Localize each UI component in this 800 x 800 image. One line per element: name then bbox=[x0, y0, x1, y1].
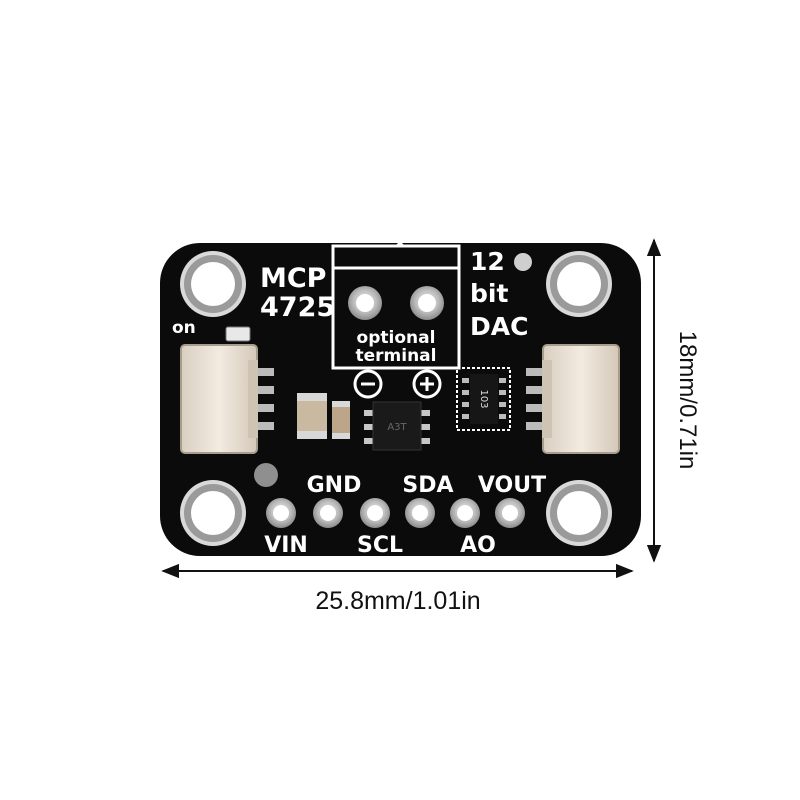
pin-label-gnd: GND bbox=[307, 473, 362, 498]
pin-label-vin: VIN bbox=[264, 533, 308, 558]
pin-label-scl: SCL bbox=[357, 533, 403, 558]
pin-label-sda: SDA bbox=[402, 473, 453, 498]
capacitor-small bbox=[332, 401, 350, 439]
resistor-array-marking: 103 bbox=[478, 389, 489, 408]
board-desc-line3: DAC bbox=[470, 312, 528, 341]
board-desc-line2: bit bbox=[470, 279, 508, 308]
height-dimension: 18mm/0.71in bbox=[646, 238, 701, 563]
pin-pad-sda bbox=[405, 498, 435, 528]
board-desc-line1: 12 bbox=[470, 247, 505, 276]
width-dimension: 25.8mm/1.01in bbox=[161, 563, 634, 615]
power-led bbox=[225, 326, 251, 342]
fiducial-dot bbox=[514, 253, 532, 271]
width-label: 25.8mm/1.01in bbox=[315, 587, 480, 615]
board-title-line2: 4725 bbox=[260, 292, 335, 323]
mounting-hole-bottom-left bbox=[180, 480, 246, 546]
pin-pad-vout bbox=[495, 498, 525, 528]
dac-chip-marking: A3T bbox=[387, 422, 407, 433]
power-led-label: on bbox=[172, 318, 196, 338]
terminal-label-line1: optional bbox=[357, 328, 436, 348]
pcb-board bbox=[160, 243, 641, 556]
pin-label-vout: VOUT bbox=[478, 473, 546, 498]
dac-chip: A3T bbox=[364, 401, 430, 451]
mounting-hole-bottom-right bbox=[546, 480, 612, 546]
resistor-array: 103 bbox=[456, 367, 511, 431]
pin-pad-gnd bbox=[313, 498, 343, 528]
pin-pad-vin bbox=[266, 498, 296, 528]
connector-left bbox=[180, 344, 274, 454]
mounting-hole-top-left bbox=[180, 251, 246, 317]
pin-pad-scl bbox=[360, 498, 390, 528]
capacitor-large bbox=[297, 393, 327, 439]
connector-right bbox=[526, 344, 620, 454]
plus-marker bbox=[412, 369, 442, 399]
pin-label-ao: AO bbox=[460, 533, 496, 558]
test-point bbox=[254, 463, 278, 487]
terminal-label-line2: terminal bbox=[356, 346, 437, 366]
pin-header bbox=[266, 498, 525, 528]
mounting-hole-top-right bbox=[546, 251, 612, 317]
height-label: 18mm/0.71in bbox=[674, 331, 701, 470]
board-title-line1: MCP bbox=[260, 263, 326, 294]
optional-terminal-area: optional terminal bbox=[331, 241, 461, 370]
minus-marker bbox=[353, 369, 383, 399]
pin-pad-ao bbox=[450, 498, 480, 528]
